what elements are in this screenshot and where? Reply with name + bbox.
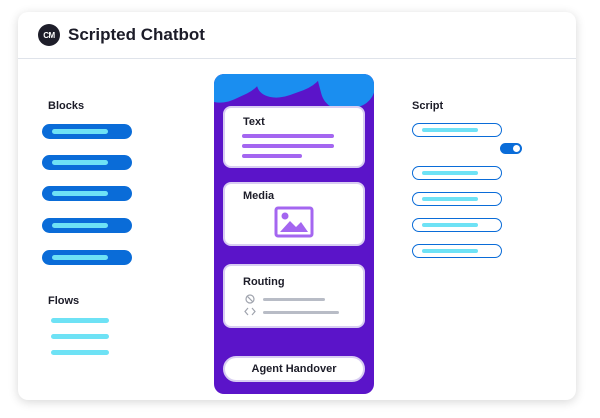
flow-item[interactable] (51, 350, 109, 355)
block-item[interactable] (42, 218, 132, 233)
block-item[interactable] (42, 250, 132, 265)
flows-label: Flows (48, 295, 80, 307)
script-item[interactable] (412, 123, 502, 137)
script-item[interactable] (412, 166, 502, 180)
block-item-placeholder (52, 191, 108, 196)
block-icon (245, 294, 255, 304)
block-item-placeholder (52, 160, 108, 165)
routing-line (263, 311, 339, 314)
text-line (242, 144, 334, 148)
app-title: Scripted Chatbot (68, 25, 205, 44)
script-item-placeholder (422, 223, 478, 227)
text-line (242, 134, 334, 138)
blocks-label: Blocks (48, 100, 85, 112)
script-item[interactable] (412, 192, 502, 206)
script-item[interactable] (412, 218, 502, 232)
script-toggle[interactable] (500, 143, 522, 154)
app-window: CM Scripted Chatbot Blocks Flows Text Me… (18, 12, 576, 400)
routing-line (263, 298, 325, 301)
script-item[interactable] (412, 244, 502, 258)
title-bar: CM Scripted Chatbot (18, 12, 576, 59)
card-title: Text (243, 116, 265, 128)
script-item-placeholder (422, 197, 478, 201)
script-label: Script (412, 100, 444, 112)
code-icon (244, 307, 256, 316)
flow-item[interactable] (51, 318, 109, 323)
toggle-knob (513, 145, 520, 152)
text-line (242, 154, 302, 158)
script-item-placeholder (422, 249, 478, 253)
media-block-card[interactable]: Media (223, 182, 365, 246)
routing-block-card[interactable]: Routing (223, 264, 365, 328)
flow-item[interactable] (51, 334, 109, 339)
script-item-placeholder (422, 171, 478, 175)
block-item-placeholder (52, 223, 108, 228)
text-block-card[interactable]: Text (223, 106, 365, 168)
card-title: Routing (243, 276, 285, 288)
block-item-placeholder (52, 129, 108, 134)
cm-logo-icon: CM (38, 24, 60, 46)
agent-handover-button[interactable]: Agent Handover (223, 356, 365, 382)
card-title: Media (243, 190, 275, 202)
block-item[interactable] (42, 186, 132, 201)
block-item[interactable] (42, 124, 132, 139)
script-item-placeholder (422, 128, 478, 132)
block-item-placeholder (52, 255, 108, 260)
image-icon (274, 206, 314, 238)
chatbot-phone-preview: Text Media Routing (214, 74, 374, 394)
block-item[interactable] (42, 155, 132, 170)
